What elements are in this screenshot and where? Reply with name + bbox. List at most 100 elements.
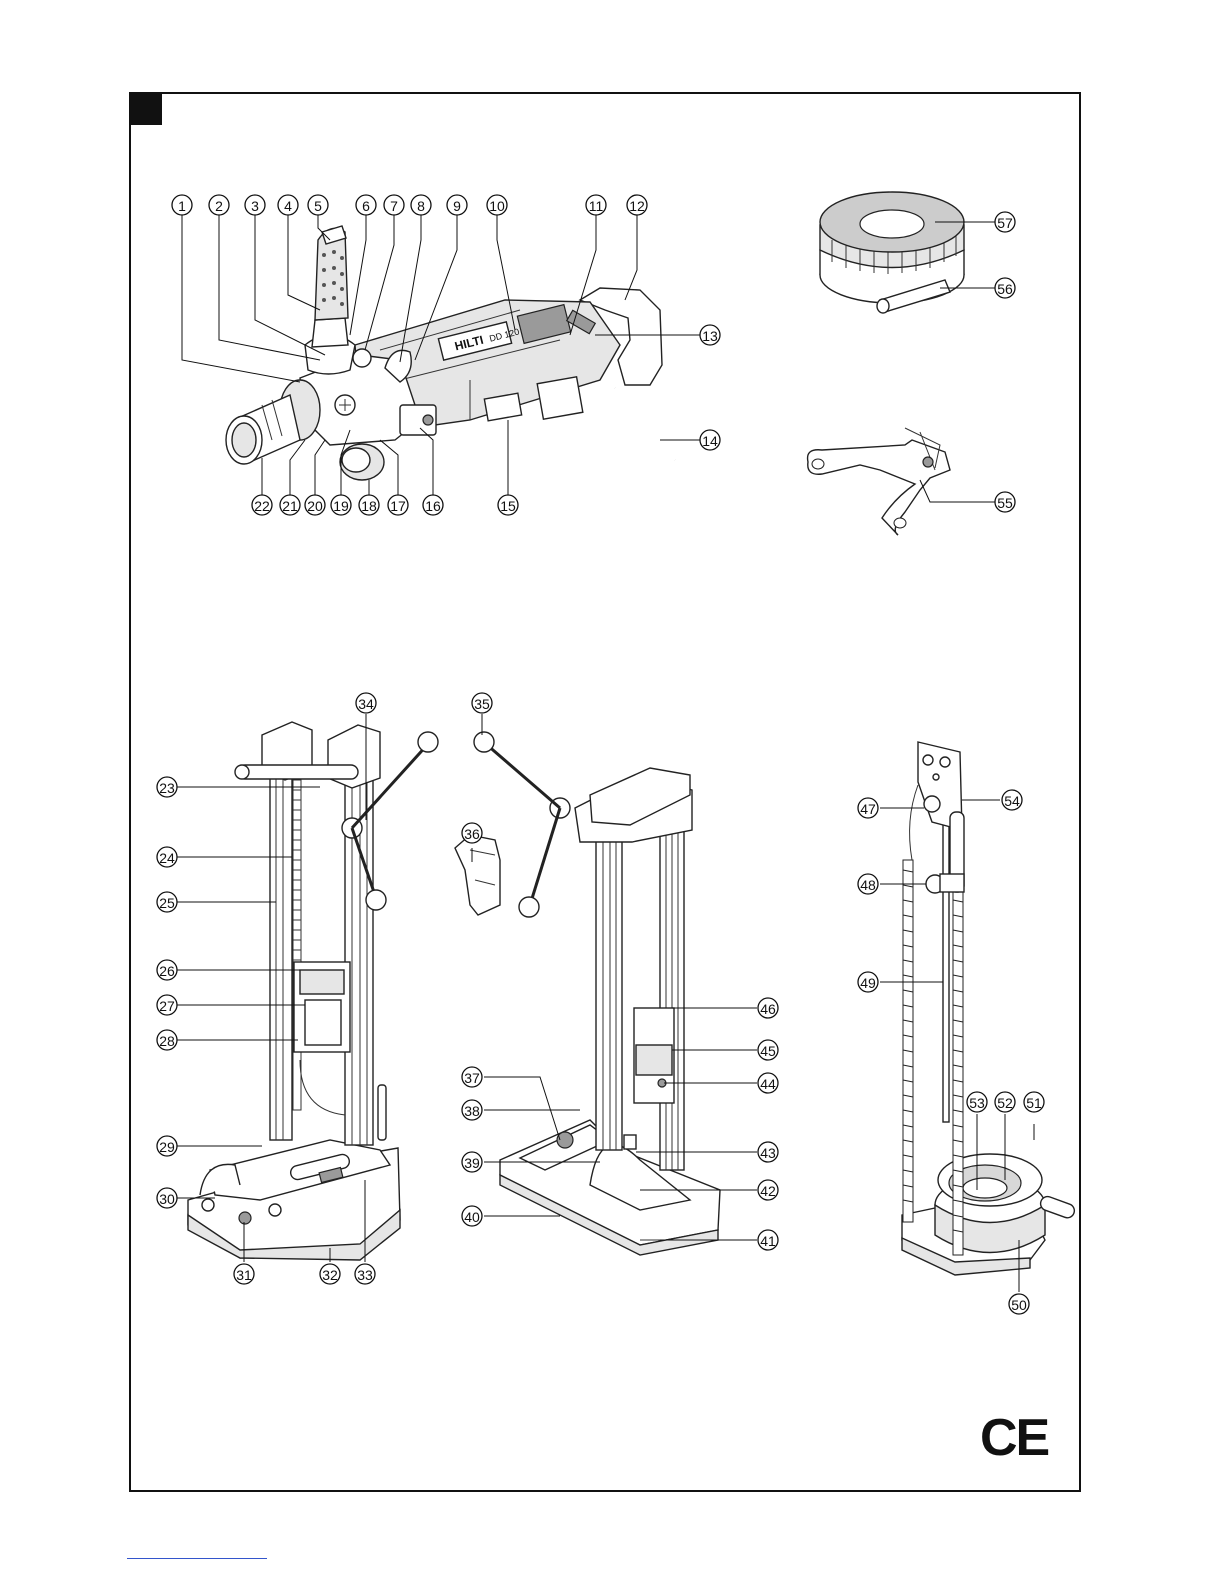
- drill-motor: HILTI DD 120: [226, 226, 675, 480]
- callout-11: 11: [586, 195, 606, 215]
- callout-number: 52: [997, 1095, 1013, 1111]
- callout-number: 14: [702, 433, 718, 449]
- callout-number: 24: [159, 850, 175, 866]
- callout-number: 39: [464, 1155, 480, 1171]
- callout-number: 54: [1004, 793, 1020, 809]
- callout-number: 10: [489, 198, 505, 214]
- callout-40: 40: [462, 1206, 482, 1226]
- callout-37: 37: [462, 1067, 482, 1087]
- callout-39: 39: [462, 1152, 482, 1172]
- ce-conformity-mark: CE: [980, 1408, 1048, 1468]
- callout-number: 31: [236, 1267, 252, 1283]
- callout-5: 5: [308, 195, 328, 215]
- callout-41: 41: [758, 1230, 778, 1250]
- callout-16: 16: [423, 495, 443, 515]
- callout-number: 26: [159, 963, 175, 979]
- callout-number: 49: [860, 975, 876, 991]
- callout-53: 53: [967, 1092, 987, 1112]
- callout-48: 48: [858, 874, 878, 894]
- callout-49: 49: [858, 972, 878, 992]
- callout-number: 44: [760, 1076, 776, 1092]
- callout-43: 43: [758, 1142, 778, 1162]
- callout-number: 29: [159, 1139, 175, 1155]
- callout-55: 55: [995, 492, 1015, 512]
- callout-number: 57: [997, 215, 1013, 231]
- callout-number: 51: [1026, 1095, 1042, 1111]
- callout-2: 2: [209, 195, 229, 215]
- callout-33: 33: [355, 1264, 375, 1284]
- callout-56: 56: [995, 278, 1015, 298]
- callout-25: 25: [157, 892, 177, 912]
- callout-number: 20: [307, 498, 323, 514]
- callout-number: 27: [159, 998, 175, 1014]
- callout-number: 23: [159, 780, 175, 796]
- callout-number: 2: [215, 198, 223, 214]
- callout-number: 13: [702, 328, 718, 344]
- callout-number: 17: [390, 498, 406, 514]
- callout-7: 7: [384, 195, 404, 215]
- callout-15: 15: [498, 495, 518, 515]
- callout-31: 31: [234, 1264, 254, 1284]
- callout-44: 44: [758, 1073, 778, 1093]
- callout-18: 18: [359, 495, 379, 515]
- callout-number: 47: [860, 801, 876, 817]
- callout-34: 34: [356, 693, 376, 713]
- callout-number: 12: [629, 198, 645, 214]
- callout-number: 46: [760, 1001, 776, 1017]
- callout-3: 3: [245, 195, 265, 215]
- callout-1: 1: [172, 195, 192, 215]
- callout-number: 8: [417, 198, 425, 214]
- callout-36: 36: [462, 823, 482, 843]
- callout-number: 48: [860, 877, 876, 893]
- callout-38: 38: [462, 1100, 482, 1120]
- callout-50: 50: [1009, 1294, 1029, 1314]
- callout-46: 46: [758, 998, 778, 1018]
- callout-number: 53: [969, 1095, 985, 1111]
- callout-number: 37: [464, 1070, 480, 1086]
- carriage-adapter: [455, 835, 500, 915]
- callout-20: 20: [305, 495, 325, 515]
- callout-number: 25: [159, 895, 175, 911]
- callout-10: 10: [487, 195, 507, 215]
- drill-stand-side-view: [902, 742, 1076, 1275]
- callout-number: 30: [159, 1191, 175, 1207]
- callout-number: 41: [760, 1233, 776, 1249]
- callout-9: 9: [447, 195, 467, 215]
- water-collection-ring: [820, 192, 964, 313]
- callout-32: 32: [320, 1264, 340, 1284]
- callout-52: 52: [995, 1092, 1015, 1112]
- callout-51: 51: [1024, 1092, 1044, 1112]
- callout-29: 29: [157, 1136, 177, 1156]
- callout-number: 7: [390, 198, 398, 214]
- callout-number: 16: [425, 498, 441, 514]
- callout-number: 36: [464, 826, 480, 842]
- callout-27: 27: [157, 995, 177, 1015]
- callout-number: 34: [358, 696, 374, 712]
- callout-42: 42: [758, 1180, 778, 1200]
- callout-54: 54: [1002, 790, 1022, 810]
- callout-number: 32: [322, 1267, 338, 1283]
- callout-13: 13: [700, 325, 720, 345]
- callout-12: 12: [627, 195, 647, 215]
- callout-number: 33: [357, 1267, 373, 1283]
- callout-number: 6: [362, 198, 370, 214]
- callout-number: 45: [760, 1043, 776, 1059]
- callout-number: 19: [333, 498, 349, 514]
- callout-6: 6: [356, 195, 376, 215]
- callout-number: 28: [159, 1033, 175, 1049]
- callout-45: 45: [758, 1040, 778, 1060]
- callout-4: 4: [278, 195, 298, 215]
- callout-23: 23: [157, 777, 177, 797]
- callout-number: 11: [589, 198, 604, 214]
- callout-14: 14: [700, 430, 720, 450]
- callout-number: 15: [500, 498, 516, 514]
- callout-number: 35: [474, 696, 490, 712]
- callout-number: 22: [254, 498, 270, 514]
- callout-22: 22: [252, 495, 272, 515]
- callout-17: 17: [388, 495, 408, 515]
- callout-number: 1: [178, 198, 186, 214]
- callout-number: 3: [251, 198, 259, 214]
- callout-number: 42: [760, 1183, 776, 1199]
- callout-number: 43: [760, 1145, 776, 1161]
